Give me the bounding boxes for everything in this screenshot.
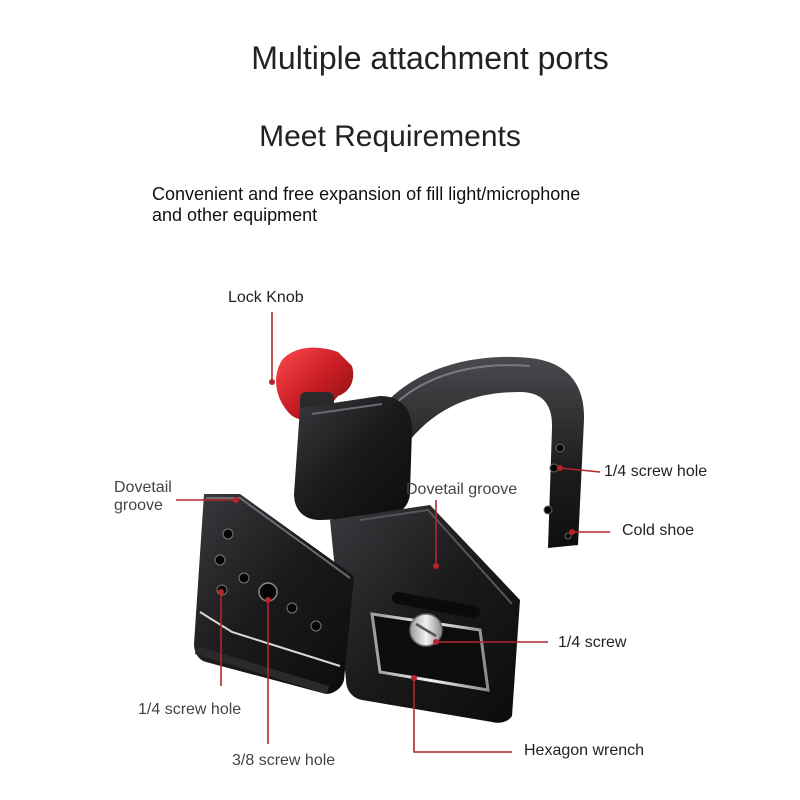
label-dovetail-groove-left-1: Dovetail: [114, 479, 172, 496]
plate-top-edge: [206, 497, 351, 579]
leader-quarter-hole-right: [559, 467, 601, 473]
clamp-head: [294, 396, 412, 520]
plate-hole-2: [214, 554, 226, 566]
plate-bottom-rail: [194, 646, 330, 694]
label-dovetail-groove-right: Dovetail groove: [406, 481, 518, 498]
label-lock-knob: Lock Knob: [228, 289, 304, 306]
arm-screw-hole-2: [549, 463, 559, 473]
description-line-2: and other equipment: [152, 205, 318, 225]
arm-highlight: [394, 364, 531, 405]
label-cold-shoe: Cold shoe: [622, 522, 695, 539]
base-rail: [370, 612, 490, 692]
clamp-head-edge: [311, 403, 383, 415]
description-line-1: Convenient and free expansion of fill li…: [152, 184, 581, 204]
leader-dots: [218, 379, 575, 681]
plate-hole-3: [238, 572, 250, 584]
plate-hole-6: [310, 620, 322, 632]
leader-hex-wrench: [413, 678, 512, 753]
headline-primary: Multiple attachment ports: [251, 40, 609, 76]
feature-description: Convenient and free expansion of fill li…: [152, 184, 672, 226]
label-quarter-screw-hole-right: 1/4 screw hole: [604, 463, 708, 480]
leader-lines: [176, 312, 610, 753]
plate-hole-1: [222, 528, 234, 540]
rail-slot: [392, 592, 480, 618]
plate-steel-lip: [199, 611, 341, 667]
headline-secondary: Meet Requirements: [259, 120, 521, 153]
curved-arm: [378, 356, 585, 548]
label-hexagon-wrench: Hexagon wrench: [524, 742, 645, 759]
arm-cold-shoe-hole: [564, 532, 572, 540]
label-three-eighths-screw-hole: 3/8 screw hole: [232, 752, 336, 769]
screw-slot: [415, 622, 437, 638]
lock-knob: [276, 347, 354, 420]
arm-screw-hole-1: [555, 443, 565, 453]
label-dovetail-groove-left-2: groove: [114, 497, 163, 514]
plate-hole-5: [286, 602, 298, 614]
base-bevel: [359, 508, 513, 605]
label-quarter-screw-hole-left: 1/4 screw hole: [138, 701, 242, 718]
label-quarter-screw: 1/4 screw: [558, 634, 627, 651]
arm-screw-hole-3: [543, 505, 553, 515]
